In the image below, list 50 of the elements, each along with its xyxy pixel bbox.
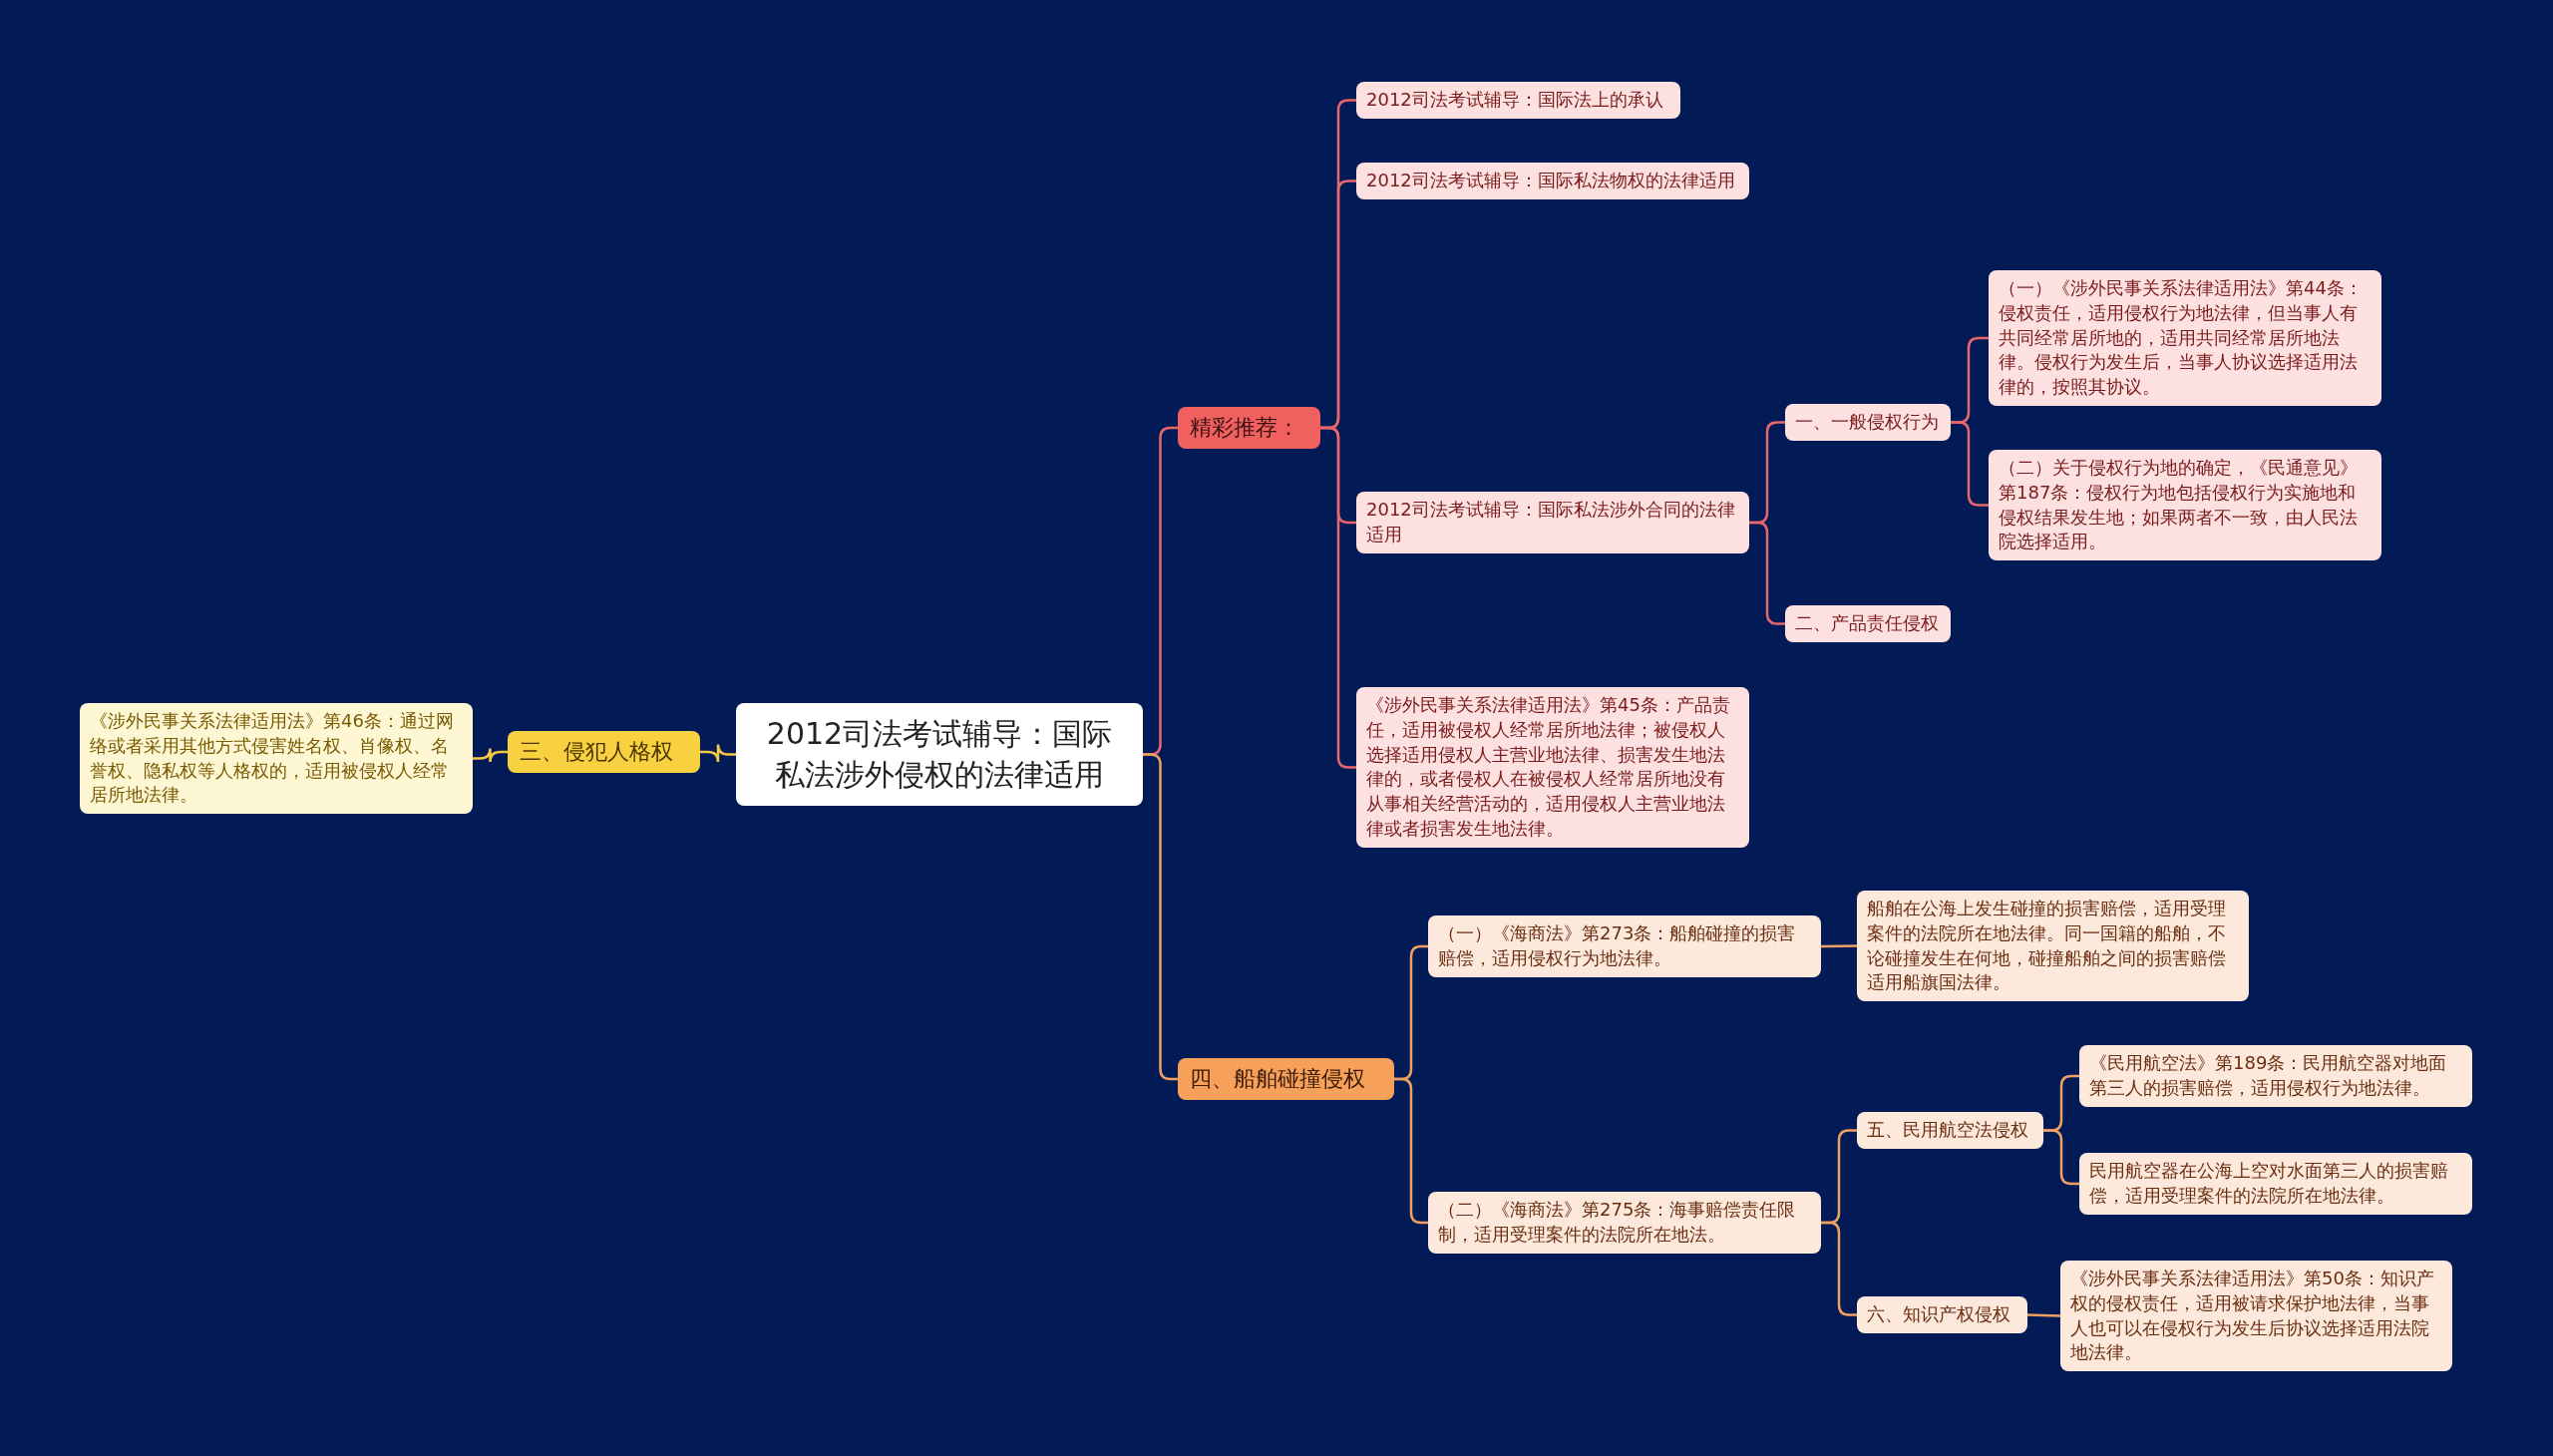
branch-topic: [1178, 407, 1320, 450]
node-text: 2012司法考试辅导：国际法上的承认: [1366, 88, 1663, 112]
topic-card: [80, 703, 473, 815]
node-text: 一、一般侵权行为: [1795, 410, 1939, 434]
node-text: 船舶在公海上发生碰撞的损害赔偿，适用受理案件的法院所在地法律。同一国籍的船舶，不论碰撞发生在何地，碰撞船舶之间的损害赔偿适用船旗国法律。: [1867, 897, 2227, 995]
node-text: （一）《涉外民事关系法律适用法》第44条：侵权责任，适用侵权行为地法律，但当事人有共同经常居所地的，适用共同经常居所地法律。侵权行为发生后，当事人协议选择适用法律的，按照其协议。: [1999, 276, 2364, 400]
node-text: 2012司法考试辅导：国际私法涉外侵权的法律适用: [765, 715, 1114, 795]
topic-card: [1785, 605, 1951, 642]
topic-card: [2079, 1153, 2472, 1215]
connector-line: [2043, 1129, 2079, 1186]
node-text: 四、船舶碰撞侵权: [1190, 1065, 1365, 1093]
node-text: 二、产品责任侵权: [1795, 611, 1939, 635]
node-text: 《涉外民事关系法律适用法》第50条：知识产权的侵权责任，适用被请求保护地法律，当事人也可以在侵权行为发生后协议选择适用法院地法律。: [2070, 1267, 2435, 1365]
node-text: 五、民用航空法侵权: [1867, 1118, 2028, 1142]
topic-card: [1785, 404, 1951, 441]
connector-line: [1821, 944, 1857, 948]
connector-line: [2026, 1313, 2061, 1317]
node-text: 精彩推荐：: [1190, 414, 1299, 442]
topic-card: [1428, 915, 1821, 977]
connector-line: [473, 747, 508, 764]
topic-card: [1857, 1112, 2043, 1149]
root-topic: [736, 703, 1143, 806]
connector-line: [1951, 421, 1989, 507]
topic-card: [1356, 492, 1749, 553]
connector-line: [700, 743, 736, 764]
topic-card: [1857, 891, 2249, 1002]
node-text: 《涉外民事关系法律适用法》第46条：通过网络或者采用其他方式侵害姓名权、肖像权、名誉权、隐私权等人格权的，适用被侵权人经常居所地法律。: [90, 709, 455, 808]
connector-line: [1821, 1221, 1857, 1316]
node-text: 《民用航空法》第189条：民用航空器对地面第三人的损害赔偿，适用侵权行为地法律。: [2089, 1051, 2448, 1100]
connector-line: [1320, 426, 1356, 769]
node-text: 三、侵犯人格权: [520, 738, 673, 766]
topic-card: [1989, 270, 2381, 407]
connector-line: [1749, 521, 1785, 625]
topic-card: [1857, 1296, 2027, 1333]
topic-card: [1356, 163, 1749, 199]
node-text: 2012司法考试辅导：国际私法涉外合同的法律适用: [1366, 498, 1736, 546]
node-text: 2012司法考试辅导：国际私法物权的法律适用: [1366, 169, 1735, 192]
topic-card: [2060, 1261, 2452, 1372]
topic-card: [2079, 1045, 2472, 1107]
node-text: 《涉外民事关系法律适用法》第45条：产品责任，适用被侵权人经常居所地法律；被侵权人选择适用侵权人主营业地法律、损害发生地法律的，或者侵权人在被侵权人经常居所地没有从事相关经营活动的，适用侵权人主营业地法律或者损害发生地法律。: [1366, 693, 1731, 842]
branch-topic: [1178, 1058, 1394, 1101]
topic-card: [1428, 1192, 1821, 1254]
node-text: 民用航空器在公海上空对水面第三人的损害赔偿，适用受理案件的法院所在地法律。: [2089, 1159, 2449, 1208]
topic-card: [1356, 82, 1680, 119]
node-text: （一）《海商法》第273条：船舶碰撞的损害赔偿，适用侵权行为地法律。: [1438, 921, 1797, 970]
node-text: （二）关于侵权行为地的确定，《民通意见》第187条：侵权行为地包括侵权行为实施地和侵权结果发生地；如果两者不一致，由人民法院选择适用。: [1999, 456, 2359, 554]
node-text: （二）《海商法》第275条：海事赔偿责任限制，适用受理案件的法院所在地法。: [1438, 1198, 1797, 1247]
node-text: 六、知识产权侵权: [1867, 1302, 2010, 1326]
branch-topic: [508, 731, 700, 774]
topic-card: [1989, 450, 2381, 561]
